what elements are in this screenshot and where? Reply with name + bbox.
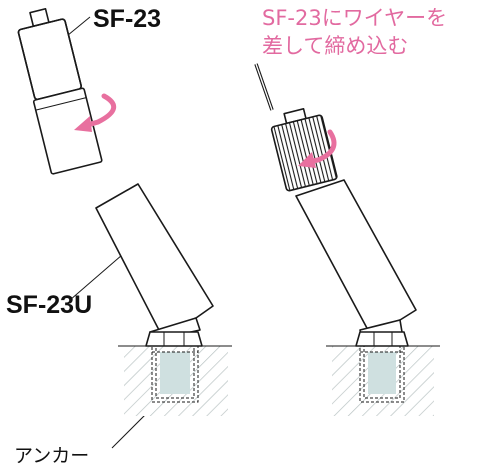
rotation-arrow-left-icon	[81, 93, 116, 129]
sf23u-leader-line	[69, 254, 123, 301]
rotation-arrow-right-head-icon	[298, 152, 316, 168]
instruction-line-2: 差して締め込む	[262, 34, 408, 58]
base-block-right	[326, 331, 440, 416]
instruction-line-1: SF-23にワイヤーを	[262, 6, 447, 30]
sf23-assembled-grip	[270, 114, 338, 192]
sf23-label: SF-23	[93, 5, 161, 33]
sf23u-label: SF-23U	[6, 291, 92, 319]
sf23-part	[17, 7, 103, 175]
anchor-left	[160, 352, 190, 394]
hex-nut-right	[355, 331, 409, 347]
hex-nut-left	[145, 331, 203, 347]
base-block-left	[118, 331, 232, 416]
sf23u-assembled-body	[295, 179, 417, 341]
sf23-knurled-grip	[17, 18, 82, 101]
anchor-label: アンカー	[14, 445, 89, 467]
rotation-arrow-right-icon	[305, 129, 337, 165]
sf23-assembled	[270, 108, 338, 192]
anchor-right	[368, 352, 396, 394]
rotation-arrow-left-head-icon	[74, 116, 92, 132]
